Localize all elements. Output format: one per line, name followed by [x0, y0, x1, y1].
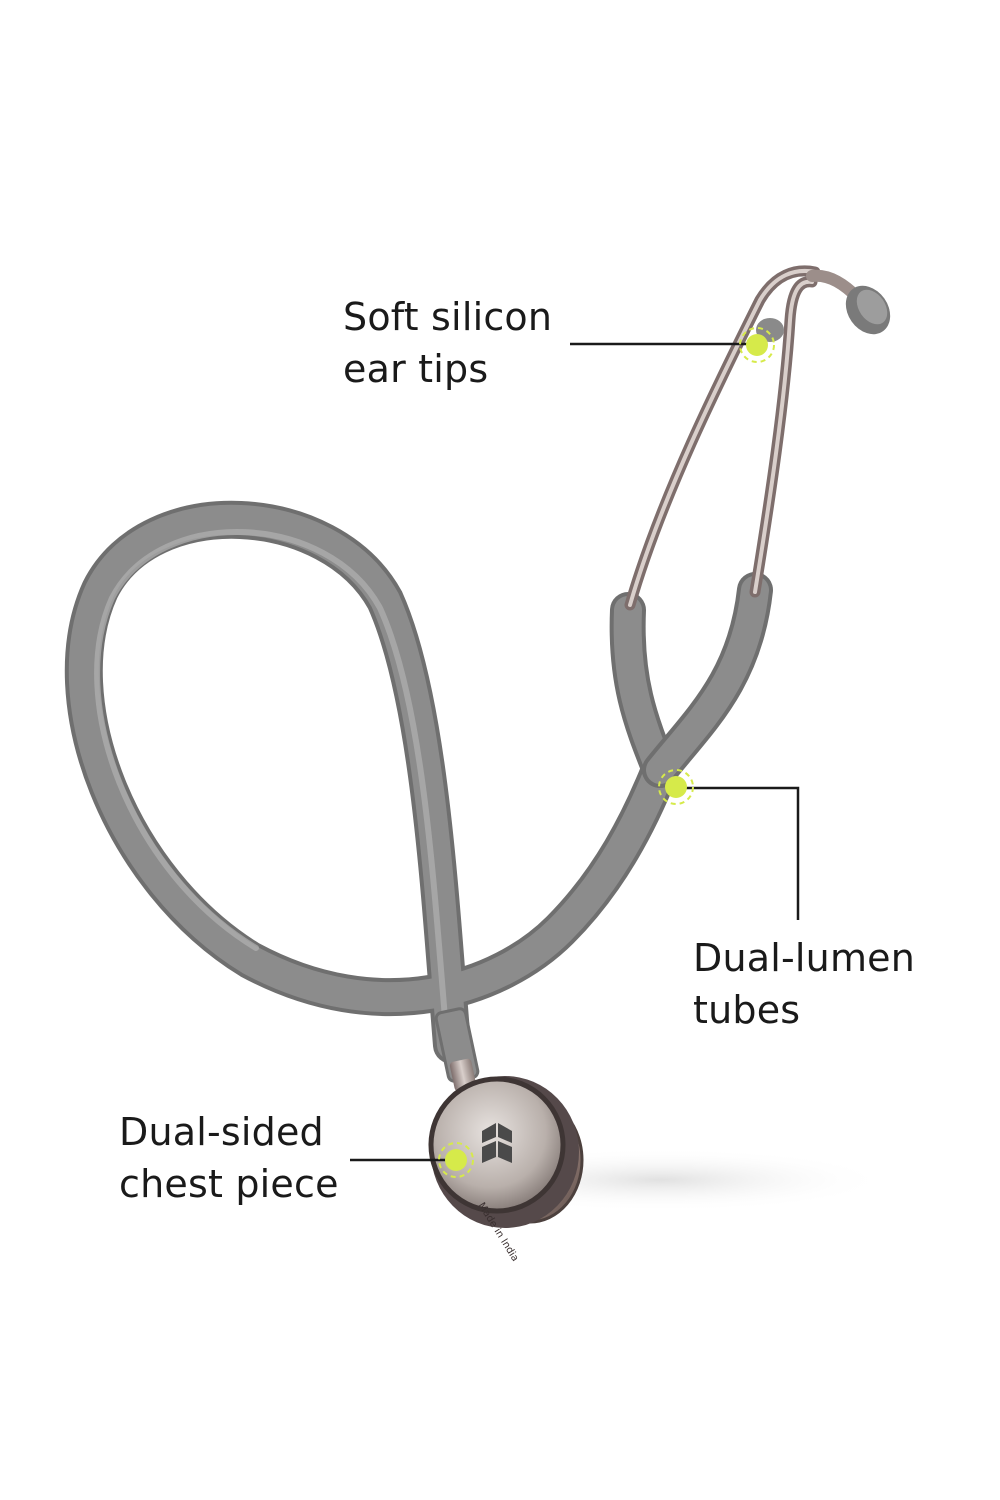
callout-ear-tips: Soft silicon ear tips [343, 291, 552, 395]
callout-ear-tips-line2: ear tips [343, 347, 489, 391]
ear-tube-left-shine [628, 269, 817, 607]
marker-tubes-icon [658, 769, 694, 805]
callout-chest-piece: Dual-sided chest piece [119, 1106, 339, 1210]
callout-tubes: Dual-lumen tubes [693, 932, 915, 1036]
callout-tubes-line1: Dual-lumen [693, 936, 916, 980]
tube-loop-body [68, 504, 675, 1060]
marker-chest-piece-icon [438, 1142, 474, 1178]
ear-tube-right-shine [753, 279, 814, 594]
brand-logo-icon [482, 1123, 512, 1163]
callout-tubes-line2: tubes [693, 988, 801, 1032]
tube-right-branch-body [646, 576, 769, 784]
chest-piece-diaphragm [428, 1076, 566, 1214]
tube-loop-highlight [94, 529, 449, 1033]
callout-chest-piece-line1: Dual-sided [119, 1110, 324, 1154]
callout-ear-tips-line1: Soft silicon [343, 295, 553, 339]
marker-ear-tips-icon [739, 327, 775, 363]
ear-tip-icon [845, 285, 891, 335]
callout-chest-piece-line2: chest piece [119, 1162, 339, 1206]
leader-line-tubes [686, 786, 800, 920]
